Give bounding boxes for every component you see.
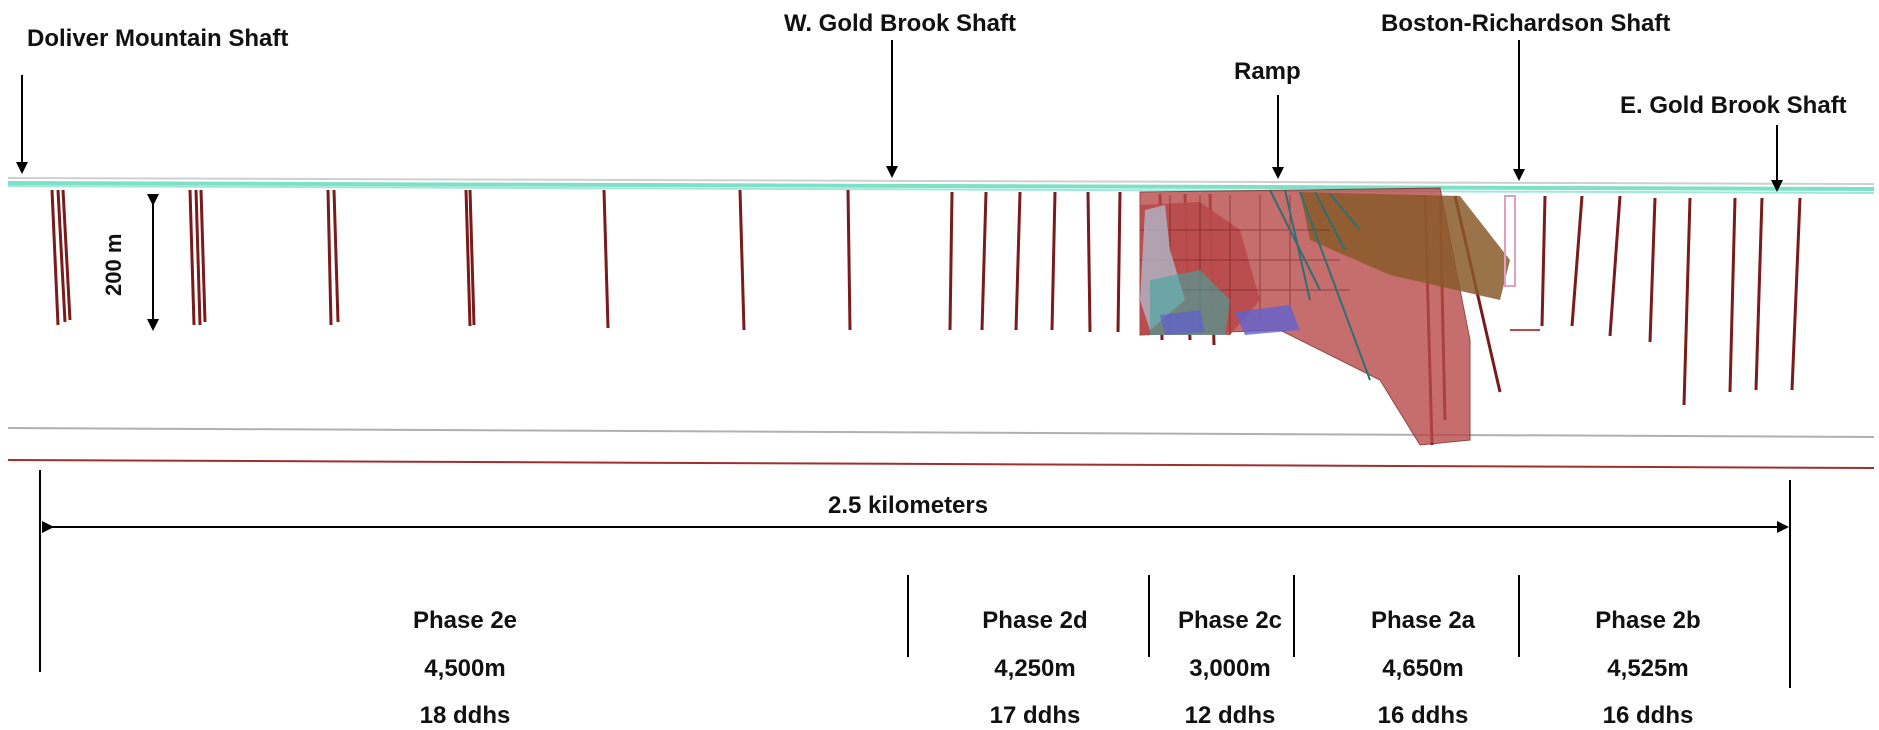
drillhole-trace: [468, 189, 476, 326]
drillhole-trace: [1116, 191, 1122, 333]
drillhole-traces: [50, 189, 1802, 446]
drillhole-trace: [846, 189, 852, 331]
phase-2b-meters: 4,525m: [1607, 655, 1689, 682]
phase-2a-meters: 4,650m: [1382, 655, 1464, 682]
phase-2c-name: Phase 2c: [1177, 607, 1283, 634]
horizontal-scale-arrow: [39, 470, 1791, 688]
shaft-pointer-arrows: [16, 40, 1783, 192]
drillhole-trace: [1086, 191, 1092, 333]
w-gold-brook-shaft-label: W. Gold Brook Shaft: [784, 10, 1016, 37]
ramp-label: Ramp: [1234, 58, 1301, 85]
phase-2a-name: Phase 2a: [1370, 607, 1476, 634]
drillhole-trace: [1754, 197, 1764, 391]
drillhole-trace: [50, 189, 60, 326]
phase-2e-name: Phase 2e: [412, 607, 518, 634]
vertical-scale-label: 200 m: [101, 233, 126, 296]
drillhole-trace: [980, 191, 988, 331]
drillhole-trace: [61, 189, 72, 321]
drillhole-trace: [1570, 195, 1584, 327]
phase-2e-meters: 4,500m: [424, 655, 506, 682]
boston-richardson-shaft-label: Boston-Richardson Shaft: [1381, 10, 1671, 37]
phase-2d-name: Phase 2d: [982, 607, 1088, 634]
surface-topography: [7, 177, 1875, 194]
phase-2b-holes: 16 ddhs: [1602, 702, 1694, 729]
orebody-model: [1139, 187, 1540, 446]
drillhole-trace: [194, 189, 202, 326]
drillhole-trace: [948, 191, 954, 331]
phase-separators: [907, 575, 1520, 657]
drillhole-trace: [56, 189, 67, 323]
drillhole-trace: [602, 189, 610, 329]
phase-2d-holes: 17 ddhs: [989, 702, 1081, 729]
phase-2c-holes: 12 ddhs: [1184, 702, 1276, 729]
phase-2a-holes: 16 ddhs: [1377, 702, 1469, 729]
drillhole-trace: [1050, 191, 1057, 331]
drillhole-trace: [1682, 197, 1692, 406]
drillhole-trace: [1790, 197, 1802, 391]
drillhole-trace: [1608, 195, 1622, 337]
drillhole-trace: [332, 189, 340, 323]
section-lines: [7, 427, 1875, 469]
drillhole-trace: [188, 189, 196, 326]
drillhole-trace: [464, 189, 472, 327]
drillhole-trace: [199, 189, 207, 323]
drillhole-trace: [1728, 197, 1737, 393]
drillhole-trace: [326, 189, 333, 326]
drillhole-trace: [1540, 195, 1547, 327]
phase-2d-meters: 4,250m: [994, 655, 1076, 682]
e-gold-brook-shaft-label: E. Gold Brook Shaft: [1620, 92, 1847, 119]
phase-2e-holes: 18 ddhs: [419, 702, 511, 729]
drillhole-trace: [1014, 191, 1022, 331]
horizontal-scale-label: 2.5 kilometers: [828, 492, 989, 519]
drillhole-trace: [1648, 197, 1657, 343]
drillhole-trace: [738, 189, 746, 331]
phase-2b-name: Phase 2b: [1595, 607, 1701, 634]
phase-2c-meters: 3,000m: [1189, 655, 1271, 682]
doliver-mountain-shaft-label: Doliver Mountain Shaft: [27, 25, 289, 52]
